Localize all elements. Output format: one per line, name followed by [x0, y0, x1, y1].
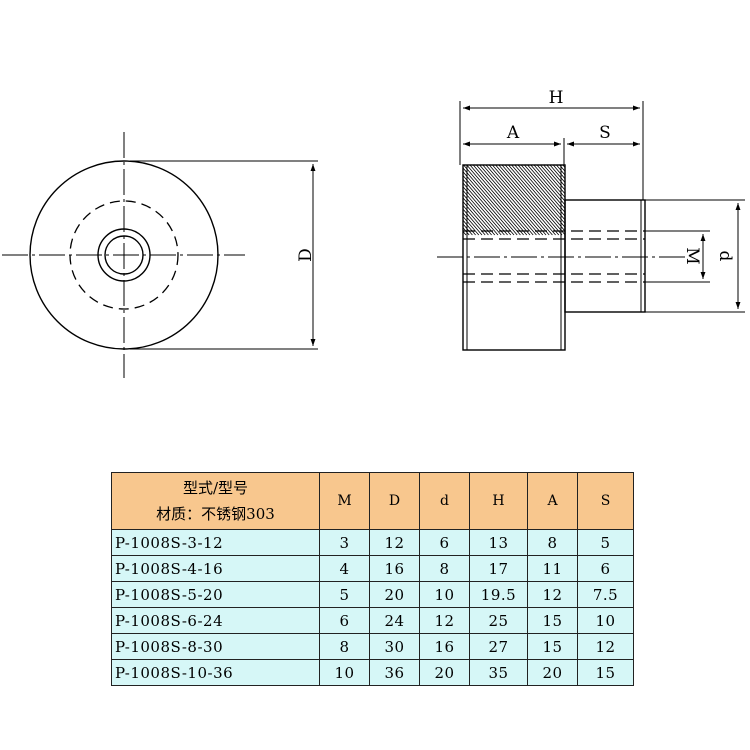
value-cell-S: 6	[577, 555, 634, 582]
dimension-H	[459, 101, 644, 200]
technical-drawing: D H A S	[2, 88, 745, 378]
value-cell-A: 11	[527, 555, 578, 582]
table-row: P-1008S-10-36 10 36 20 35 20 15	[111, 659, 634, 686]
value-cell-S: 5	[577, 529, 634, 556]
model-cell: P-1008S-6-24	[111, 607, 320, 634]
value-cell-S: 15	[577, 659, 634, 686]
value-cell-H: 35	[469, 659, 528, 686]
value-cell-M: 8	[319, 633, 370, 660]
dimension-S-label: S	[599, 123, 611, 143]
dimension-M-label: M	[682, 247, 702, 264]
front-bore-circle	[104, 235, 144, 275]
value-cell-d: 16	[419, 633, 470, 660]
spec-table: 型式/型号 材质：不锈钢303 M D d H A S P-1008S-3-12…	[111, 472, 634, 686]
value-cell-d: 20	[419, 659, 470, 686]
value-cell-D: 12	[369, 529, 420, 556]
dimension-D	[130, 160, 318, 350]
dimension-D-label: D	[296, 248, 316, 262]
column-header-S: S	[577, 472, 634, 530]
value-cell-A: 15	[527, 633, 578, 660]
front-view: D	[2, 132, 318, 378]
side-view: H A S M d	[437, 88, 745, 351]
dimension-A-label: A	[506, 123, 520, 143]
table-row: P-1008S-5-20 5 20 10 19.5 12 7.5	[111, 581, 634, 608]
table-row: P-1008S-4-16 4 16 8 17 11 6	[111, 555, 634, 582]
dimension-d-label: d	[715, 251, 735, 262]
side-hidden-lines	[463, 230, 645, 283]
value-cell-D: 36	[369, 659, 420, 686]
value-cell-d: 8	[419, 555, 470, 582]
model-header-label: 型式/型号	[182, 479, 249, 497]
value-cell-M: 4	[319, 555, 370, 582]
value-cell-A: 8	[527, 529, 578, 556]
front-hidden-circle	[69, 200, 179, 310]
value-cell-D: 20	[369, 581, 420, 608]
value-cell-D: 16	[369, 555, 420, 582]
value-cell-d: 6	[419, 529, 470, 556]
value-cell-M: 5	[319, 581, 370, 608]
front-view-centerlines	[2, 132, 245, 378]
column-header-D: D	[369, 472, 420, 530]
table-row: P-1008S-6-24 6 24 12 25 15 10	[111, 607, 634, 634]
value-cell-D: 30	[369, 633, 420, 660]
model-cell: P-1008S-10-36	[111, 659, 320, 686]
table-row: P-1008S-8-30 8 30 16 27 15 12	[111, 633, 634, 660]
value-cell-H: 17	[469, 555, 528, 582]
value-cell-H: 27	[469, 633, 528, 660]
value-cell-S: 7.5	[577, 581, 634, 608]
value-cell-M: 6	[319, 607, 370, 634]
value-cell-H: 25	[469, 607, 528, 634]
material-header-label: 材质：不锈钢303	[156, 505, 275, 523]
value-cell-A: 15	[527, 607, 578, 634]
value-cell-d: 10	[419, 581, 470, 608]
value-cell-D: 24	[369, 607, 420, 634]
value-cell-S: 12	[577, 633, 634, 660]
column-header-M: M	[319, 472, 370, 530]
value-cell-d: 12	[419, 607, 470, 634]
model-cell: P-1008S-5-20	[111, 581, 320, 608]
dimension-d	[645, 199, 745, 313]
value-cell-S: 10	[577, 607, 634, 634]
value-cell-M: 3	[319, 529, 370, 556]
side-shoulder	[564, 199, 646, 313]
value-cell-H: 13	[469, 529, 528, 556]
column-header-d: d	[419, 472, 470, 530]
model-material-header: 型式/型号 材质：不锈钢303	[111, 472, 320, 530]
model-cell: P-1008S-8-30	[111, 633, 320, 660]
column-header-A: A	[527, 472, 578, 530]
dimension-A-S	[463, 138, 640, 165]
front-thread-circle	[97, 228, 151, 282]
value-cell-M: 10	[319, 659, 370, 686]
front-outer-circle	[29, 160, 219, 350]
table-header-row: 型式/型号 材质：不锈钢303 M D d H A S	[111, 472, 634, 530]
model-cell: P-1008S-4-16	[111, 555, 320, 582]
model-cell: P-1008S-3-12	[111, 529, 320, 556]
value-cell-H: 19.5	[469, 581, 528, 608]
knurl-hatching	[463, 165, 565, 236]
value-cell-A: 20	[527, 659, 578, 686]
column-header-H: H	[469, 472, 528, 530]
table-row: P-1008S-3-12 3 12 6 13 8 5	[111, 529, 634, 556]
dimension-H-label: H	[549, 88, 564, 108]
value-cell-A: 12	[527, 581, 578, 608]
dimension-M	[645, 230, 710, 283]
